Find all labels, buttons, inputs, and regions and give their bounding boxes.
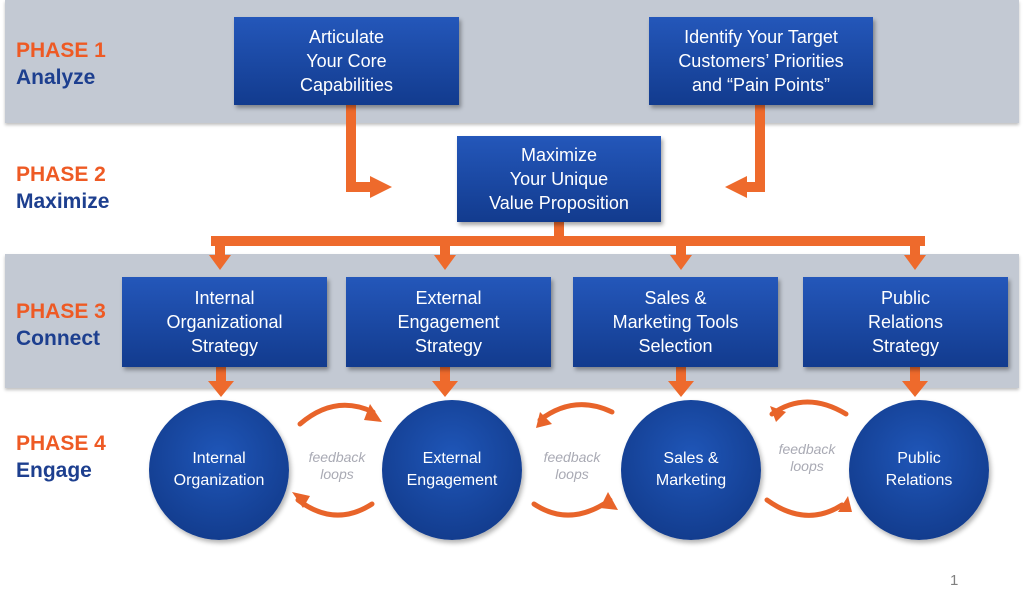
circle-text: Sales & Marketing (655, 450, 727, 489)
circle-internal-organization: Internal Organization (149, 400, 289, 540)
box-text: Maximize Your Unique Value Proposition (489, 145, 629, 213)
box-text: Identify Your Target Customers’ Prioriti… (678, 27, 844, 95)
phase-name: Connect (16, 327, 100, 350)
box-public-relations-strategy: Public Relations Strategy (803, 277, 1008, 367)
circle-sales-marketing: Sales & Marketing (621, 400, 761, 540)
phase-number: PHASE 3 (16, 300, 106, 323)
box-sales-marketing-tools: Sales & Marketing Tools Selection (573, 277, 778, 367)
feedback-loops-label: feedback loops (308, 449, 366, 482)
box-identify-customers: Identify Your Target Customers’ Prioriti… (649, 17, 873, 105)
phase-number: PHASE 1 (16, 39, 106, 62)
circle-text: Public Relations (885, 450, 953, 489)
phase-name: Engage (16, 459, 92, 482)
phase-1-label: PHASE 1 Analyze (16, 37, 106, 91)
circle-public-relations: Public Relations (849, 400, 989, 540)
feedback-loops-label: feedback loops (543, 449, 601, 482)
box-text: Sales & Marketing Tools Selection (612, 288, 739, 356)
phase-4-label: PHASE 4 Engage (16, 430, 106, 484)
phase-name: Analyze (16, 66, 96, 89)
phase-2-label: PHASE 2 Maximize (16, 161, 109, 215)
phase-number: PHASE 2 (16, 163, 106, 186)
box-text: Articulate Your Core Capabilities (299, 27, 394, 95)
phase-name: Maximize (16, 190, 110, 213)
box-internal-strategy: Internal Organizational Strategy (122, 277, 327, 367)
box-text: External Engagement Strategy (397, 288, 500, 356)
circle-text: External Engagement (406, 450, 498, 489)
circle-external-engagement: External Engagement (382, 400, 522, 540)
box-external-strategy: External Engagement Strategy (346, 277, 551, 367)
box-value-proposition: Maximize Your Unique Value Proposition (457, 136, 661, 222)
circle-text: Internal Organization (173, 450, 265, 489)
page-number: 1 (950, 572, 959, 589)
phase-number: PHASE 4 (16, 432, 106, 455)
box-text: Public Relations Strategy (867, 288, 944, 356)
box-articulate-capabilities: Articulate Your Core Capabilities (234, 17, 459, 105)
feedback-loops-label: feedback loops (778, 441, 836, 474)
phase-3-label: PHASE 3 Connect (16, 298, 106, 352)
box-text: Internal Organizational Strategy (166, 288, 283, 356)
